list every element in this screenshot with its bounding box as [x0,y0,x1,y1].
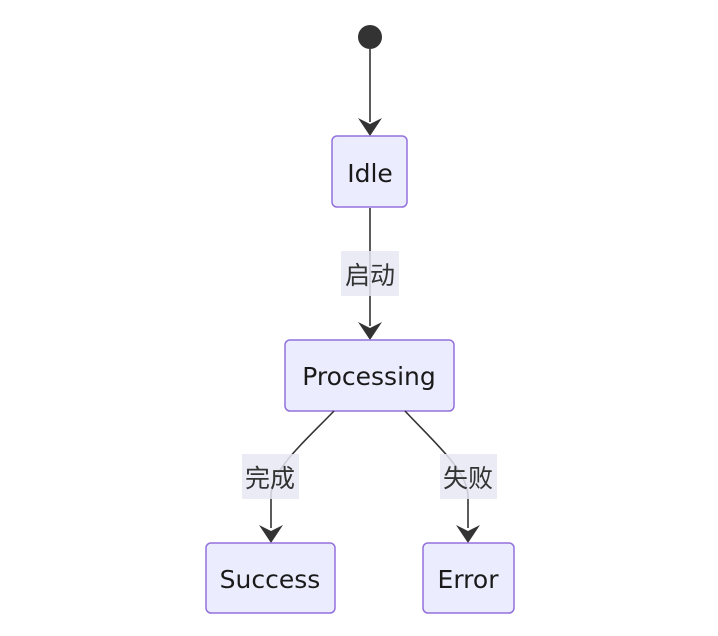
arrow-head-icon [358,322,382,340]
arrow-head-icon [358,118,382,136]
transition-complete-label: 完成 [245,464,295,493]
state-success-label: Success [220,565,321,594]
start-node [358,25,382,49]
transition-fail-label: 失败 [443,464,493,493]
edge-label-processing-to-success: 完成 [242,454,299,499]
state-error[interactable]: Error [422,542,515,614]
edge-label-processing-to-error: 失败 [440,454,497,499]
edge-label-idle-to-processing: 启动 [341,251,399,296]
transition-start-label: 启动 [345,261,395,290]
state-processing-label: Processing [302,362,436,391]
state-error-label: Error [438,565,500,594]
state-idle[interactable]: Idle [331,135,408,208]
state-processing[interactable]: Processing [284,339,455,412]
arrow-head-icon [456,525,480,543]
state-idle-label: Idle [347,159,393,188]
state-success[interactable]: Success [205,542,336,614]
arrow-head-icon [259,525,283,543]
